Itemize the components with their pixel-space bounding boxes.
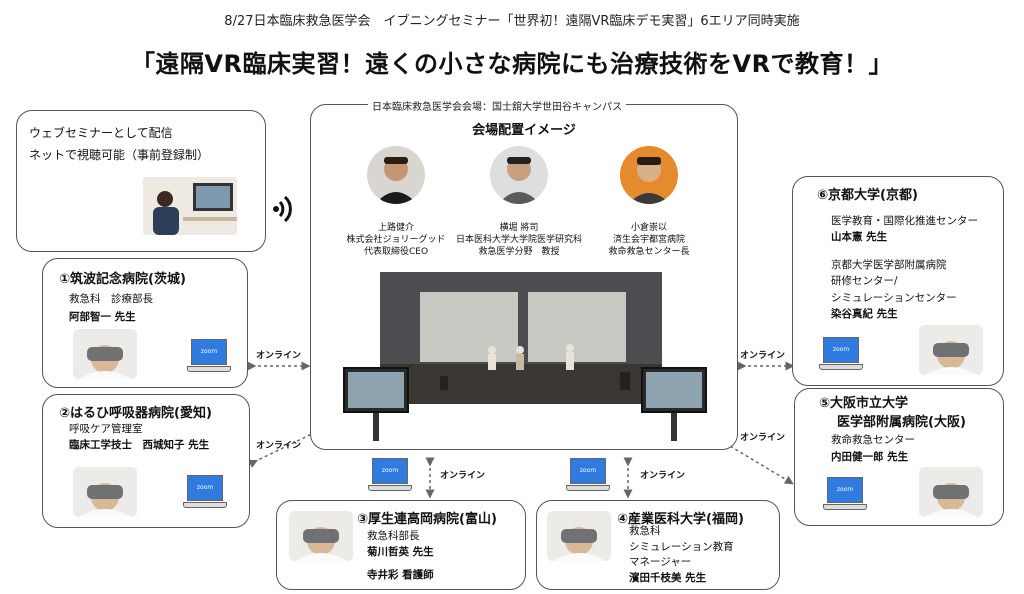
hospital-kyoto-dept: 医学教育・国際化推進センター: [831, 215, 978, 227]
vr-headset-photo: [919, 467, 983, 517]
webinar-photo: [143, 177, 237, 235]
hospital-osaka-name-2: 医学部附属病院(大阪): [837, 415, 966, 430]
vr-headset-photo: [73, 467, 137, 517]
monitor-right-leg: [671, 413, 677, 441]
hospital-haruhi-person: 臨床工学技士 西城知子 先生: [69, 439, 210, 451]
hall-screen-left: [420, 292, 518, 362]
monitor-left-leg: [373, 413, 379, 441]
laptop-takaoka: zoom: [368, 458, 412, 494]
zoom-label: zoom: [200, 348, 218, 355]
speaker-3-name: 小倉崇以: [630, 223, 667, 233]
webinar-line-2: ネットで視聴可能（事前登録制）: [29, 148, 210, 162]
online-label-takaoka: オンライン: [440, 471, 486, 481]
monitor-left: [343, 367, 409, 413]
hall-people: [440, 344, 630, 390]
laptop-haruhi: zoom: [183, 475, 227, 511]
hospital-kyoto-person: 山本憲 先生: [831, 231, 888, 243]
hospital-osaka-dept: 救命救急センター: [831, 434, 915, 446]
speaker-1-org: 株式会社ジョリーグッド: [346, 235, 446, 245]
vr-headset-photo: [73, 329, 137, 379]
monitor-right: [641, 367, 707, 413]
vr-headset-photo: [919, 325, 983, 375]
online-label-kyoto: オンライン: [740, 351, 786, 361]
online-label-haruhi: オンライン: [256, 441, 302, 451]
speaker-1-avatar: [367, 146, 425, 204]
webinar-line-1: ウェブセミナーとして配信: [29, 126, 173, 140]
online-label-osaka: オンライン: [740, 433, 786, 443]
page-title: 「遠隔VR臨床実習！遠くの小さな病院にも治療技術をVRで教育！」: [130, 50, 894, 78]
speaker-2-org: 日本医科大学大学院医学研究科: [455, 235, 582, 245]
hospital-kyoto-name: ⑥京都大学(京都): [817, 188, 918, 203]
hall-screen-right: [528, 292, 626, 362]
hospital-tsukuba-name: ①筑波記念病院(茨城): [59, 272, 186, 287]
venue-label: 日本臨床救急医学会会場：国士舘大学世田谷キャンパス: [368, 98, 626, 113]
hospital-takaoka-name: ③厚生連高岡病院(富山): [357, 512, 497, 527]
hospital-kyoto-dept-2: 京都大学医学部附属病院: [831, 259, 947, 271]
zoom-label: zoom: [832, 346, 850, 353]
speaker-1-name: 上路健介: [377, 223, 414, 233]
laptop-osaka: zoom: [823, 477, 867, 513]
laptop-tsukuba: zoom: [187, 339, 231, 375]
hospital-osaka-name-1: ⑤大阪市立大学: [819, 396, 909, 411]
speaker-2-name: 横堀 將司: [499, 223, 539, 233]
hospital-takaoka-dept: 救急科部長: [367, 530, 420, 542]
speaker-2-avatar: [490, 146, 548, 204]
hospital-sangyo-person: 濱田千枝美 先生: [629, 572, 707, 584]
hospital-osaka-person: 内田健一郎 先生: [831, 451, 909, 463]
zoom-label: zoom: [196, 484, 214, 491]
hospital-tsukuba-box: ①筑波記念病院(茨城) 救急科 診療部長 阿部智一 先生 zoom: [42, 258, 248, 388]
arrow-haruhi: [247, 427, 325, 469]
hospital-takaoka-box: ③厚生連高岡病院(富山) 救急科部長 菊川哲英 先生 寺井彩 看護師: [276, 500, 526, 590]
hospital-kyoto-box: ⑥京都大学(京都) 医学教育・国際化推進センター 山本憲 先生 京都大学医学部附…: [792, 176, 1004, 386]
hospital-osaka-box: ⑤大阪市立大学 医学部附属病院(大阪) 救命救急センター 内田健一郎 先生 zo…: [794, 388, 1004, 526]
speaker-2-role: 救急医学分野 教授: [478, 247, 560, 257]
hospital-sangyo-dept-2: シミュレーション教育: [629, 541, 734, 553]
laptop-kyoto: zoom: [819, 337, 863, 373]
hospital-sangyo-box: ④産業医科大学(福岡) 救急科 シミュレーション教育 マネージャー 濱田千枝美 …: [536, 500, 780, 590]
hospital-kyoto-dept-3: 研修センター/: [831, 275, 898, 287]
zoom-label: zoom: [836, 486, 854, 493]
online-label-tsukuba: オンライン: [256, 351, 302, 361]
zoom-label: zoom: [381, 467, 399, 474]
speaker-3-org: 済生会宇都宮病院: [612, 235, 685, 245]
vr-headset-photo: [547, 511, 611, 561]
hospital-sangyo-dept-3: マネージャー: [629, 556, 692, 568]
hospital-tsukuba-dept: 救急科 診療部長: [69, 293, 153, 305]
venue-heading: 会場配置イメージ: [472, 123, 576, 138]
venue-hall-photo: [380, 272, 662, 404]
speaker-2-info: 横堀 將司 日本医科大学大学院医学研究科 救急医学分野 教授: [444, 222, 594, 258]
speaker-1-role: 代表取締役CEO: [363, 247, 429, 257]
zoom-label: zoom: [579, 467, 597, 474]
laptop-sangyo: zoom: [566, 458, 610, 494]
wifi-signal-icon: [270, 194, 296, 228]
hospital-kyoto-dept-4: シミュレーションセンター: [831, 292, 957, 304]
hall-stage: [380, 364, 662, 404]
hospital-kyoto-person-2: 染谷真紀 先生: [831, 308, 898, 320]
arrow-osaka: [713, 433, 794, 485]
hospital-takaoka-person-2: 寺井彩 看護師: [367, 569, 434, 581]
vr-headset-photo: [289, 511, 353, 561]
online-label-sangyo: オンライン: [640, 471, 686, 481]
webinar-box: ウェブセミナーとして配信 ネットで視聴可能（事前登録制）: [16, 110, 266, 252]
hospital-sangyo-dept-1: 救急科: [629, 525, 661, 537]
event-subtitle: 8/27日本臨床救急医学会 イブニングセミナー「世界初！遠隔VR臨床デモ実習」6…: [224, 14, 800, 29]
speaker-3-role: 救命救急センター長: [608, 247, 690, 257]
hospital-takaoka-person: 菊川哲英 先生: [367, 546, 434, 558]
speaker-3-avatar: [620, 146, 678, 204]
hospital-haruhi-name: ②はるひ呼吸器病院(愛知): [59, 406, 212, 421]
hospital-haruhi-dept: 呼吸ケア管理室: [69, 423, 143, 435]
hospital-haruhi-box: ②はるひ呼吸器病院(愛知) 呼吸ケア管理室 臨床工学技士 西城知子 先生 zoo…: [42, 394, 250, 528]
speaker-1-info: 上路健介 株式会社ジョリーグッド 代表取締役CEO: [321, 222, 471, 258]
hospital-tsukuba-person: 阿部智一 先生: [69, 311, 136, 323]
hospital-sangyo-name: ④産業医科大学(福岡): [617, 512, 744, 527]
speaker-3-info: 小倉崇以 済生会宇都宮病院 救命救急センター長: [574, 222, 724, 258]
